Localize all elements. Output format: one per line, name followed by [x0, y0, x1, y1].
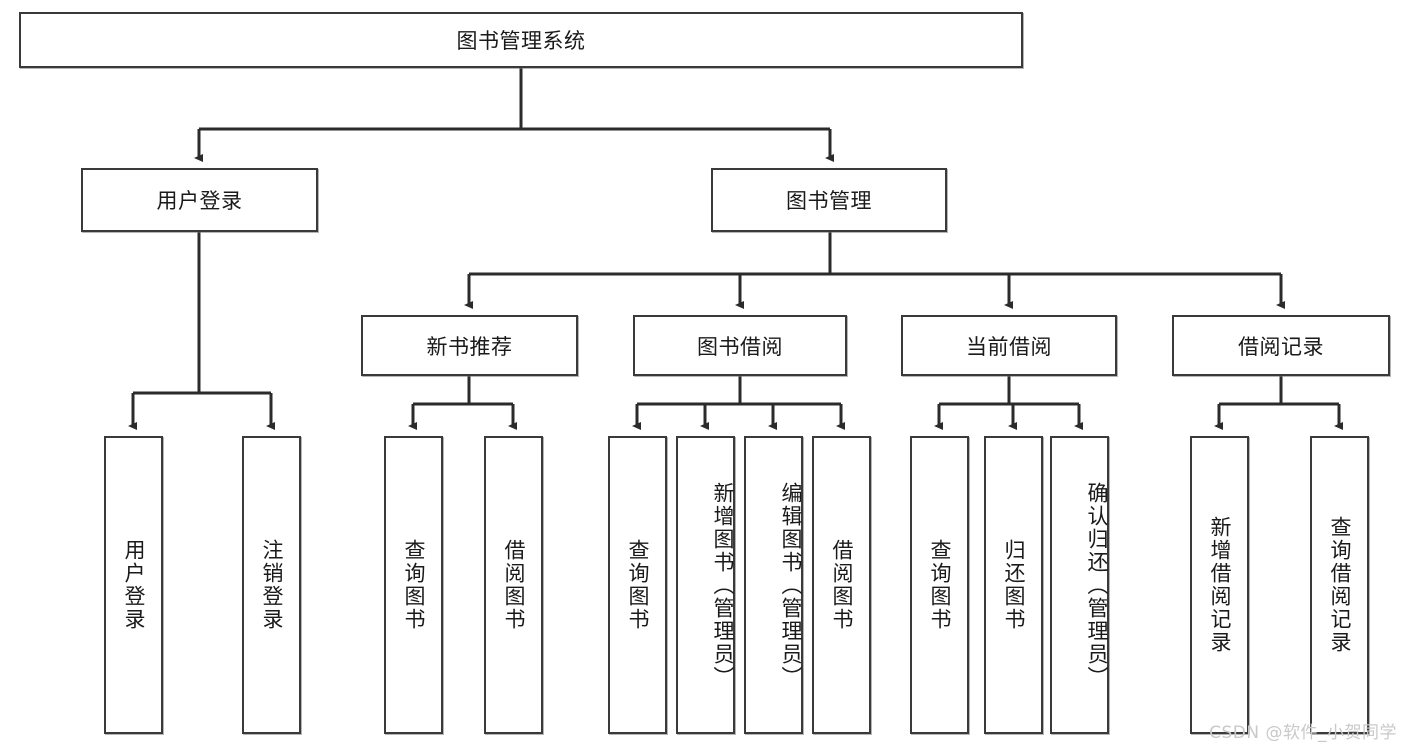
- leaf-label: 查询图书: [626, 539, 650, 631]
- node-user-login[interactable]: 用户登录: [81, 168, 318, 232]
- node-book-management[interactable]: 图书管理: [711, 168, 947, 232]
- leaf-label: 新增借阅记录: [1208, 516, 1232, 654]
- node-borrow-record[interactable]: 借阅记录: [1172, 315, 1390, 376]
- leaf-borrow-book[interactable]: 借阅图书: [812, 436, 871, 734]
- leaf-return-book[interactable]: 归还图书: [984, 436, 1043, 734]
- leaf-label: 查询图书: [928, 539, 952, 631]
- watermark: CSDN @软件_小贺同学: [1209, 723, 1397, 743]
- leaf-query-borrow-record[interactable]: 查询借阅记录: [1310, 436, 1369, 734]
- leaf-add-borrow-record[interactable]: 新增借阅记录: [1190, 436, 1249, 734]
- leaf-label: 新增图书（管理员）: [711, 481, 735, 689]
- leaf-label: 借阅图书: [502, 539, 526, 631]
- leaf-query-book-current[interactable]: 查询图书: [910, 436, 969, 734]
- leaf-label: 编辑图书（管理员）: [779, 481, 803, 689]
- leaf-add-book-admin[interactable]: 新增图书（管理员）: [676, 436, 735, 734]
- leaf-confirm-return-admin[interactable]: 确认归还（管理员）: [1050, 436, 1109, 734]
- leaf-label: 确认归还（管理员）: [1085, 481, 1109, 689]
- leaf-label: 查询图书: [402, 539, 426, 631]
- leaf-logout-login[interactable]: 注销登录: [242, 436, 301, 734]
- leaf-label: 借阅图书: [830, 539, 854, 631]
- leaf-label: 注销登录: [260, 539, 284, 631]
- leaf-label: 查询借阅记录: [1328, 516, 1352, 654]
- leaf-user-login[interactable]: 用户登录: [104, 436, 163, 734]
- node-book-borrow[interactable]: 图书借阅: [633, 315, 847, 376]
- leaf-label: 归还图书: [1002, 539, 1026, 631]
- node-new-book-recommend[interactable]: 新书推荐: [361, 315, 578, 376]
- leaf-query-book-borrow[interactable]: 查询图书: [608, 436, 667, 734]
- node-root[interactable]: 图书管理系统: [19, 12, 1023, 68]
- node-current-borrow[interactable]: 当前借阅: [901, 315, 1117, 376]
- leaf-borrow-book-recommend[interactable]: 借阅图书: [484, 436, 543, 734]
- leaf-query-book-recommend[interactable]: 查询图书: [384, 436, 443, 734]
- leaf-edit-book-admin[interactable]: 编辑图书（管理员）: [744, 436, 803, 734]
- leaf-label: 用户登录: [122, 539, 146, 631]
